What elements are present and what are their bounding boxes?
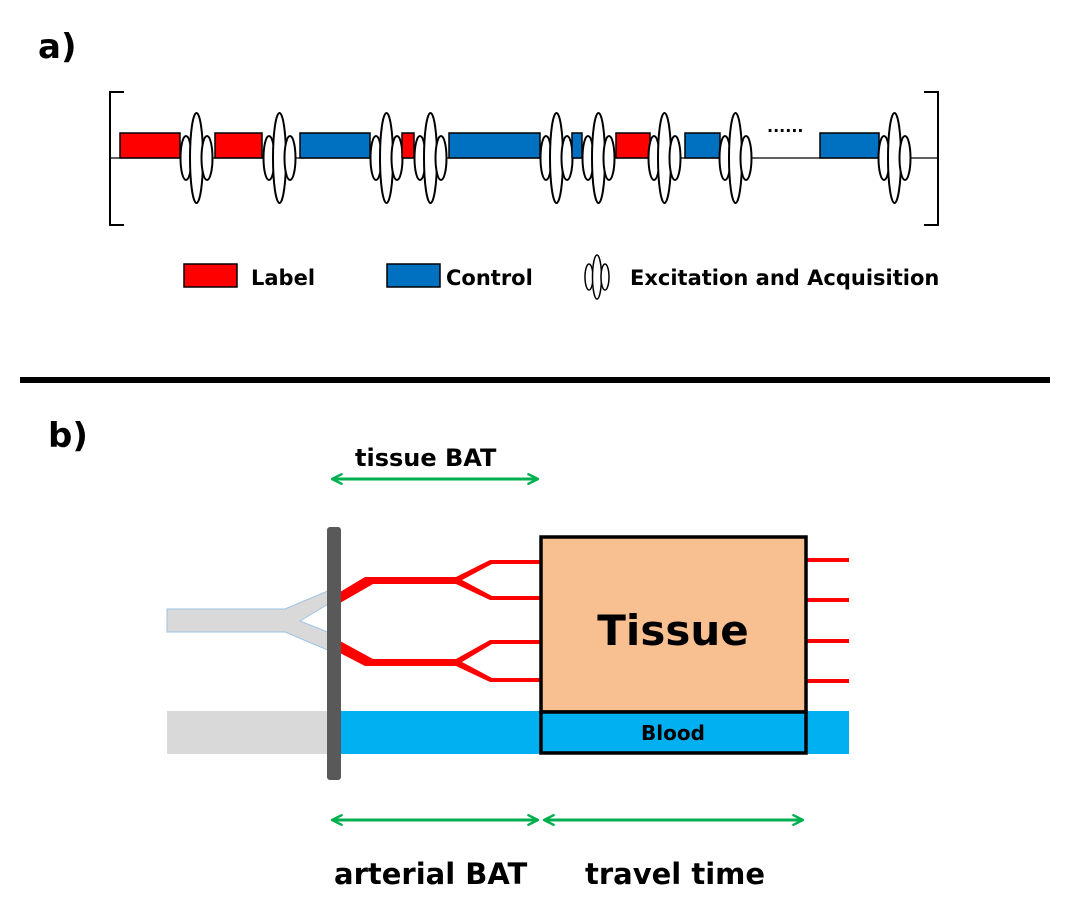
arterial-bat-label: arterial BAT [334,857,528,891]
legend-label-text: Label [251,266,315,290]
excitation-acquisition [369,112,404,204]
panel-b-label: b) [48,416,88,456]
sequence-ellipsis: ...... [767,117,803,136]
excitation-acquisition [539,112,574,204]
control-pulse [684,132,721,159]
excitation-lobe [668,135,682,181]
excitation-lobe [434,135,448,181]
upstream-vessels [166,589,331,754]
lower-arteriole-branch [456,640,540,682]
excitation-lobe [602,135,616,181]
tissue-compartment [539,535,808,714]
control-pulse [571,132,583,159]
upstream-vein [167,711,330,754]
control-pulse [819,132,880,159]
tissue-bat-label: tissue BAT [355,444,497,472]
excitation-acquisition [647,112,682,204]
excitation-lobe [283,135,297,181]
panel-a-label: a) [38,27,76,67]
legend-control-swatch [386,263,441,288]
excitation-acquisition [179,112,214,204]
legend-excitation-text: Excitation and Acquisition [630,266,939,290]
label-pulse [214,132,263,159]
excitation-lobe [390,135,404,181]
legend-excitation-icon [584,254,610,300]
outflow-lines [806,558,849,683]
label-pulse [401,132,415,159]
excitation-acquisition [581,112,616,204]
blood-compartment [539,710,808,755]
panel-separator [20,377,1050,383]
excitation-lobe [739,135,753,181]
excitation-lobe [560,135,574,181]
label-pulse [615,132,651,159]
excitation-acquisition [413,112,448,204]
lower-artery [340,641,456,666]
travel-time-label: travel time [585,857,765,891]
labeling-plane [327,527,341,780]
pulse-sequence: ...... [109,91,939,226]
excitation-acquisition [718,112,753,204]
legend-control-text: Control [446,266,533,290]
excitation-lobe [200,135,214,181]
upper-arteriole-branch [456,560,540,600]
control-pulse [299,132,371,159]
tissue-text: Tissue [597,606,748,655]
excitation-acquisition [877,112,912,204]
blood-text: Blood [641,721,705,745]
legend-label-swatch [183,263,238,288]
excitation-acquisition [262,112,297,204]
legend: Label Control Excitation and Acquisition [183,254,939,300]
label-pulse [119,132,181,159]
labeled-arteries [340,560,540,682]
upper-artery [340,577,456,603]
upstream-artery [166,589,331,652]
excitation-lobe [898,135,912,181]
control-pulse [448,132,541,159]
